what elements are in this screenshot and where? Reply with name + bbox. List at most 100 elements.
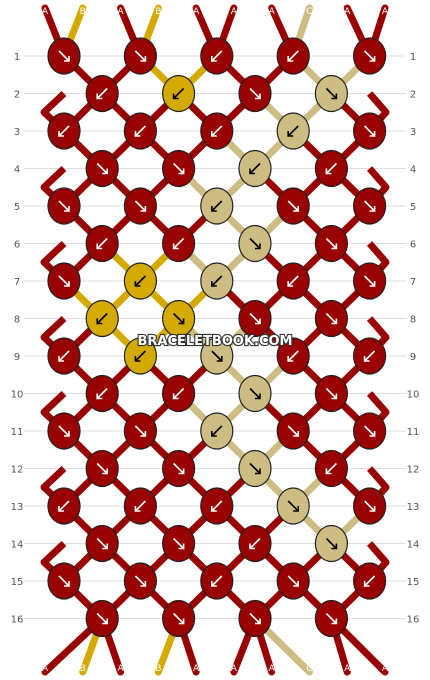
knot bbox=[47, 112, 81, 150]
direction-arrow-icon bbox=[287, 425, 299, 437]
row-number-right: 5 bbox=[410, 202, 416, 213]
direction-arrow-icon bbox=[325, 462, 337, 475]
knot bbox=[123, 412, 157, 450]
knot bbox=[200, 487, 234, 525]
direction-arrow-icon bbox=[96, 387, 108, 400]
direction-arrow-icon bbox=[249, 312, 261, 325]
row-number-right: 16 bbox=[407, 615, 420, 626]
direction-arrow-icon bbox=[364, 200, 376, 212]
row-number-right: 14 bbox=[407, 540, 420, 551]
direction-arrow-icon bbox=[211, 425, 223, 437]
strand-label-bottom: A bbox=[269, 664, 276, 674]
direction-arrow-icon bbox=[211, 500, 223, 512]
knot bbox=[123, 562, 157, 600]
direction-arrow-icon bbox=[364, 50, 376, 62]
knot bbox=[353, 412, 387, 450]
knot bbox=[123, 112, 157, 150]
direction-arrow-icon bbox=[96, 87, 108, 100]
knot bbox=[200, 112, 234, 150]
row-number-left: 11 bbox=[11, 427, 24, 438]
direction-arrow-icon bbox=[249, 612, 261, 625]
row-number-right: 15 bbox=[407, 577, 420, 588]
direction-arrow-icon bbox=[173, 537, 185, 550]
knot bbox=[123, 37, 157, 75]
direction-arrow-icon bbox=[211, 275, 223, 287]
knot bbox=[85, 449, 119, 488]
knot bbox=[276, 262, 310, 300]
knot bbox=[200, 187, 234, 225]
direction-arrow-icon bbox=[325, 537, 337, 550]
direction-arrow-icon bbox=[96, 237, 108, 250]
knot bbox=[47, 187, 81, 225]
direction-arrow-icon bbox=[58, 275, 70, 287]
row-number-right: 1 bbox=[410, 52, 416, 63]
knot bbox=[85, 224, 119, 263]
direction-arrow-icon bbox=[364, 575, 376, 587]
direction-arrow-icon bbox=[364, 350, 376, 362]
direction-arrow-icon bbox=[96, 612, 108, 625]
knot bbox=[353, 37, 387, 75]
knot bbox=[238, 599, 272, 638]
strand-label-top: A bbox=[42, 7, 49, 17]
strand-label-bottom: A bbox=[382, 664, 389, 674]
direction-arrow-icon bbox=[249, 537, 261, 550]
strand-label-bottom: A bbox=[42, 664, 49, 674]
direction-arrow-icon bbox=[364, 125, 376, 137]
knot bbox=[353, 187, 387, 225]
strand-label-top: A bbox=[117, 7, 124, 17]
strand-label-top: B bbox=[80, 7, 86, 17]
row-number-left: 8 bbox=[14, 315, 20, 326]
direction-arrow-icon bbox=[364, 425, 376, 437]
knot bbox=[162, 299, 196, 338]
direction-arrow-icon bbox=[287, 50, 299, 62]
knot bbox=[353, 337, 387, 375]
strand-label-top: B bbox=[155, 7, 161, 17]
row-number-left: 16 bbox=[11, 615, 24, 626]
knot bbox=[162, 599, 196, 638]
direction-arrow-icon bbox=[211, 575, 223, 587]
direction-arrow-icon bbox=[287, 200, 299, 212]
strand-label-bottom: A bbox=[117, 664, 124, 674]
knot bbox=[314, 299, 348, 338]
direction-arrow-icon bbox=[173, 162, 185, 175]
knot bbox=[85, 524, 119, 563]
row-number-right: 12 bbox=[407, 465, 420, 476]
knot bbox=[162, 374, 196, 413]
direction-arrow-icon bbox=[249, 462, 261, 475]
row-number-left: 3 bbox=[14, 127, 20, 138]
row-number-left: 5 bbox=[14, 202, 20, 213]
row-number-right: 2 bbox=[410, 90, 416, 101]
direction-arrow-icon bbox=[249, 87, 261, 100]
strand-label-top: A bbox=[382, 7, 389, 17]
direction-arrow-icon bbox=[173, 87, 185, 100]
direction-arrow-icon bbox=[96, 162, 108, 175]
row-number-left: 1 bbox=[14, 52, 20, 63]
direction-arrow-icon bbox=[287, 575, 299, 587]
knot bbox=[314, 599, 348, 638]
row-number-left: 4 bbox=[14, 165, 20, 176]
knot bbox=[47, 562, 81, 600]
direction-arrow-icon bbox=[364, 275, 376, 287]
knot bbox=[47, 262, 81, 300]
knot bbox=[123, 487, 157, 525]
knot bbox=[238, 374, 272, 413]
direction-arrow-icon bbox=[96, 537, 108, 550]
knot bbox=[238, 149, 272, 188]
knot bbox=[47, 37, 81, 75]
knot bbox=[238, 299, 272, 338]
knot bbox=[353, 562, 387, 600]
row-number-left: 6 bbox=[14, 240, 20, 251]
strand-label-bottom: A bbox=[344, 664, 351, 674]
row-number-right: 13 bbox=[407, 502, 420, 513]
strand-label-bottom: B bbox=[155, 664, 161, 674]
direction-arrow-icon bbox=[58, 200, 70, 212]
direction-arrow-icon bbox=[325, 237, 337, 250]
row-number-left: 13 bbox=[11, 502, 24, 513]
strand-label-top: C bbox=[306, 7, 312, 17]
knot bbox=[238, 224, 272, 263]
direction-arrow-icon bbox=[134, 50, 146, 62]
knot bbox=[314, 524, 348, 563]
row-number-left: 14 bbox=[11, 540, 24, 551]
